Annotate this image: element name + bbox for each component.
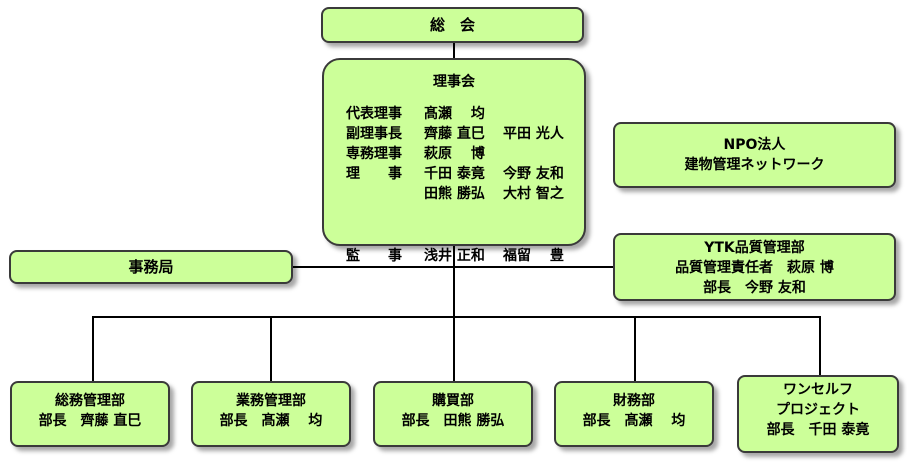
member-name: 平田 光人	[503, 126, 564, 142]
ytk-manager: 品質管理責任者 萩原 博	[675, 260, 834, 276]
npo-label: NPO法人	[723, 137, 786, 153]
department-name: 購買部	[432, 393, 474, 409]
connector-dept-3	[453, 316, 455, 382]
department-name: 業務管理部	[236, 393, 306, 409]
member-name: 田熊 勝弘	[424, 186, 485, 202]
board-box: 理事会 代表理事 髙瀬 均 副理事長 齊藤 直巳 平田 光人 専務理事 萩原 博…	[322, 58, 586, 264]
member-name: 大村 智之	[503, 186, 564, 202]
connector-dept-4	[634, 316, 636, 382]
npo-box: NPO法人 建物管理ネットワーク	[613, 122, 896, 188]
connector-dept-2	[270, 316, 272, 382]
department-name-2: プロジェクト	[776, 402, 860, 418]
board-title: 理事会	[433, 74, 475, 90]
member-role: 理 事	[346, 166, 402, 182]
connector-dept-1	[92, 316, 94, 382]
member-role: 副理事長	[346, 126, 402, 142]
member-name: 千田 泰竟	[424, 166, 485, 182]
member-role: 代表理事	[346, 106, 402, 122]
connector-meeting-board	[453, 40, 455, 60]
secretariat-label: 事務局	[128, 258, 174, 276]
general-meeting-box: 総 会	[321, 7, 584, 43]
member-name: 浅井 正和	[424, 248, 485, 264]
ytk-head: 部長 今野 友和	[703, 280, 806, 296]
department-head: 部長 髙瀬 均	[219, 413, 323, 429]
department-name: 財務部	[613, 393, 655, 409]
department-head: 部長 齊藤 直巳	[38, 413, 142, 429]
npo-name: 建物管理ネットワーク	[684, 157, 825, 173]
member-name: 齊藤 直巳	[424, 126, 485, 142]
department-operations: 業務管理部 部長 髙瀬 均	[191, 381, 351, 447]
secretariat-box: 事務局	[9, 250, 293, 284]
connector-board-trunk	[453, 244, 455, 318]
member-name: 萩原 博	[424, 146, 485, 162]
connector-secretariat-ytk	[292, 266, 614, 268]
department-head: 部長 千田 泰竟	[766, 422, 870, 438]
department-general-affairs: 総務管理部 部長 齊藤 直巳	[10, 381, 170, 447]
connector-departments-bus	[92, 316, 820, 318]
department-head: 部長 髙瀬 均	[582, 413, 686, 429]
department-name: ワンセルフ	[783, 382, 853, 398]
member-name: 髙瀬 均	[424, 106, 485, 122]
connector-dept-5	[819, 316, 821, 382]
member-role: 監 事	[346, 248, 402, 264]
member-role: 専務理事	[346, 146, 402, 162]
member-name: 福留 豊	[503, 248, 564, 264]
department-finance: 財務部 部長 髙瀬 均	[554, 381, 714, 447]
department-oneself-project: ワンセルフ プロジェクト 部長 千田 泰竟	[737, 375, 899, 453]
ytk-title: YTK品質管理部	[704, 240, 805, 256]
member-name: 今野 友和	[503, 166, 564, 182]
department-name: 総務管理部	[55, 393, 125, 409]
department-purchasing: 購買部 部長 田熊 勝弘	[373, 381, 533, 447]
department-head: 部長 田熊 勝弘	[401, 413, 505, 429]
ytk-quality-box: YTK品質管理部 品質管理責任者 萩原 博 部長 今野 友和	[613, 233, 896, 301]
general-meeting-label: 総 会	[429, 16, 475, 34]
